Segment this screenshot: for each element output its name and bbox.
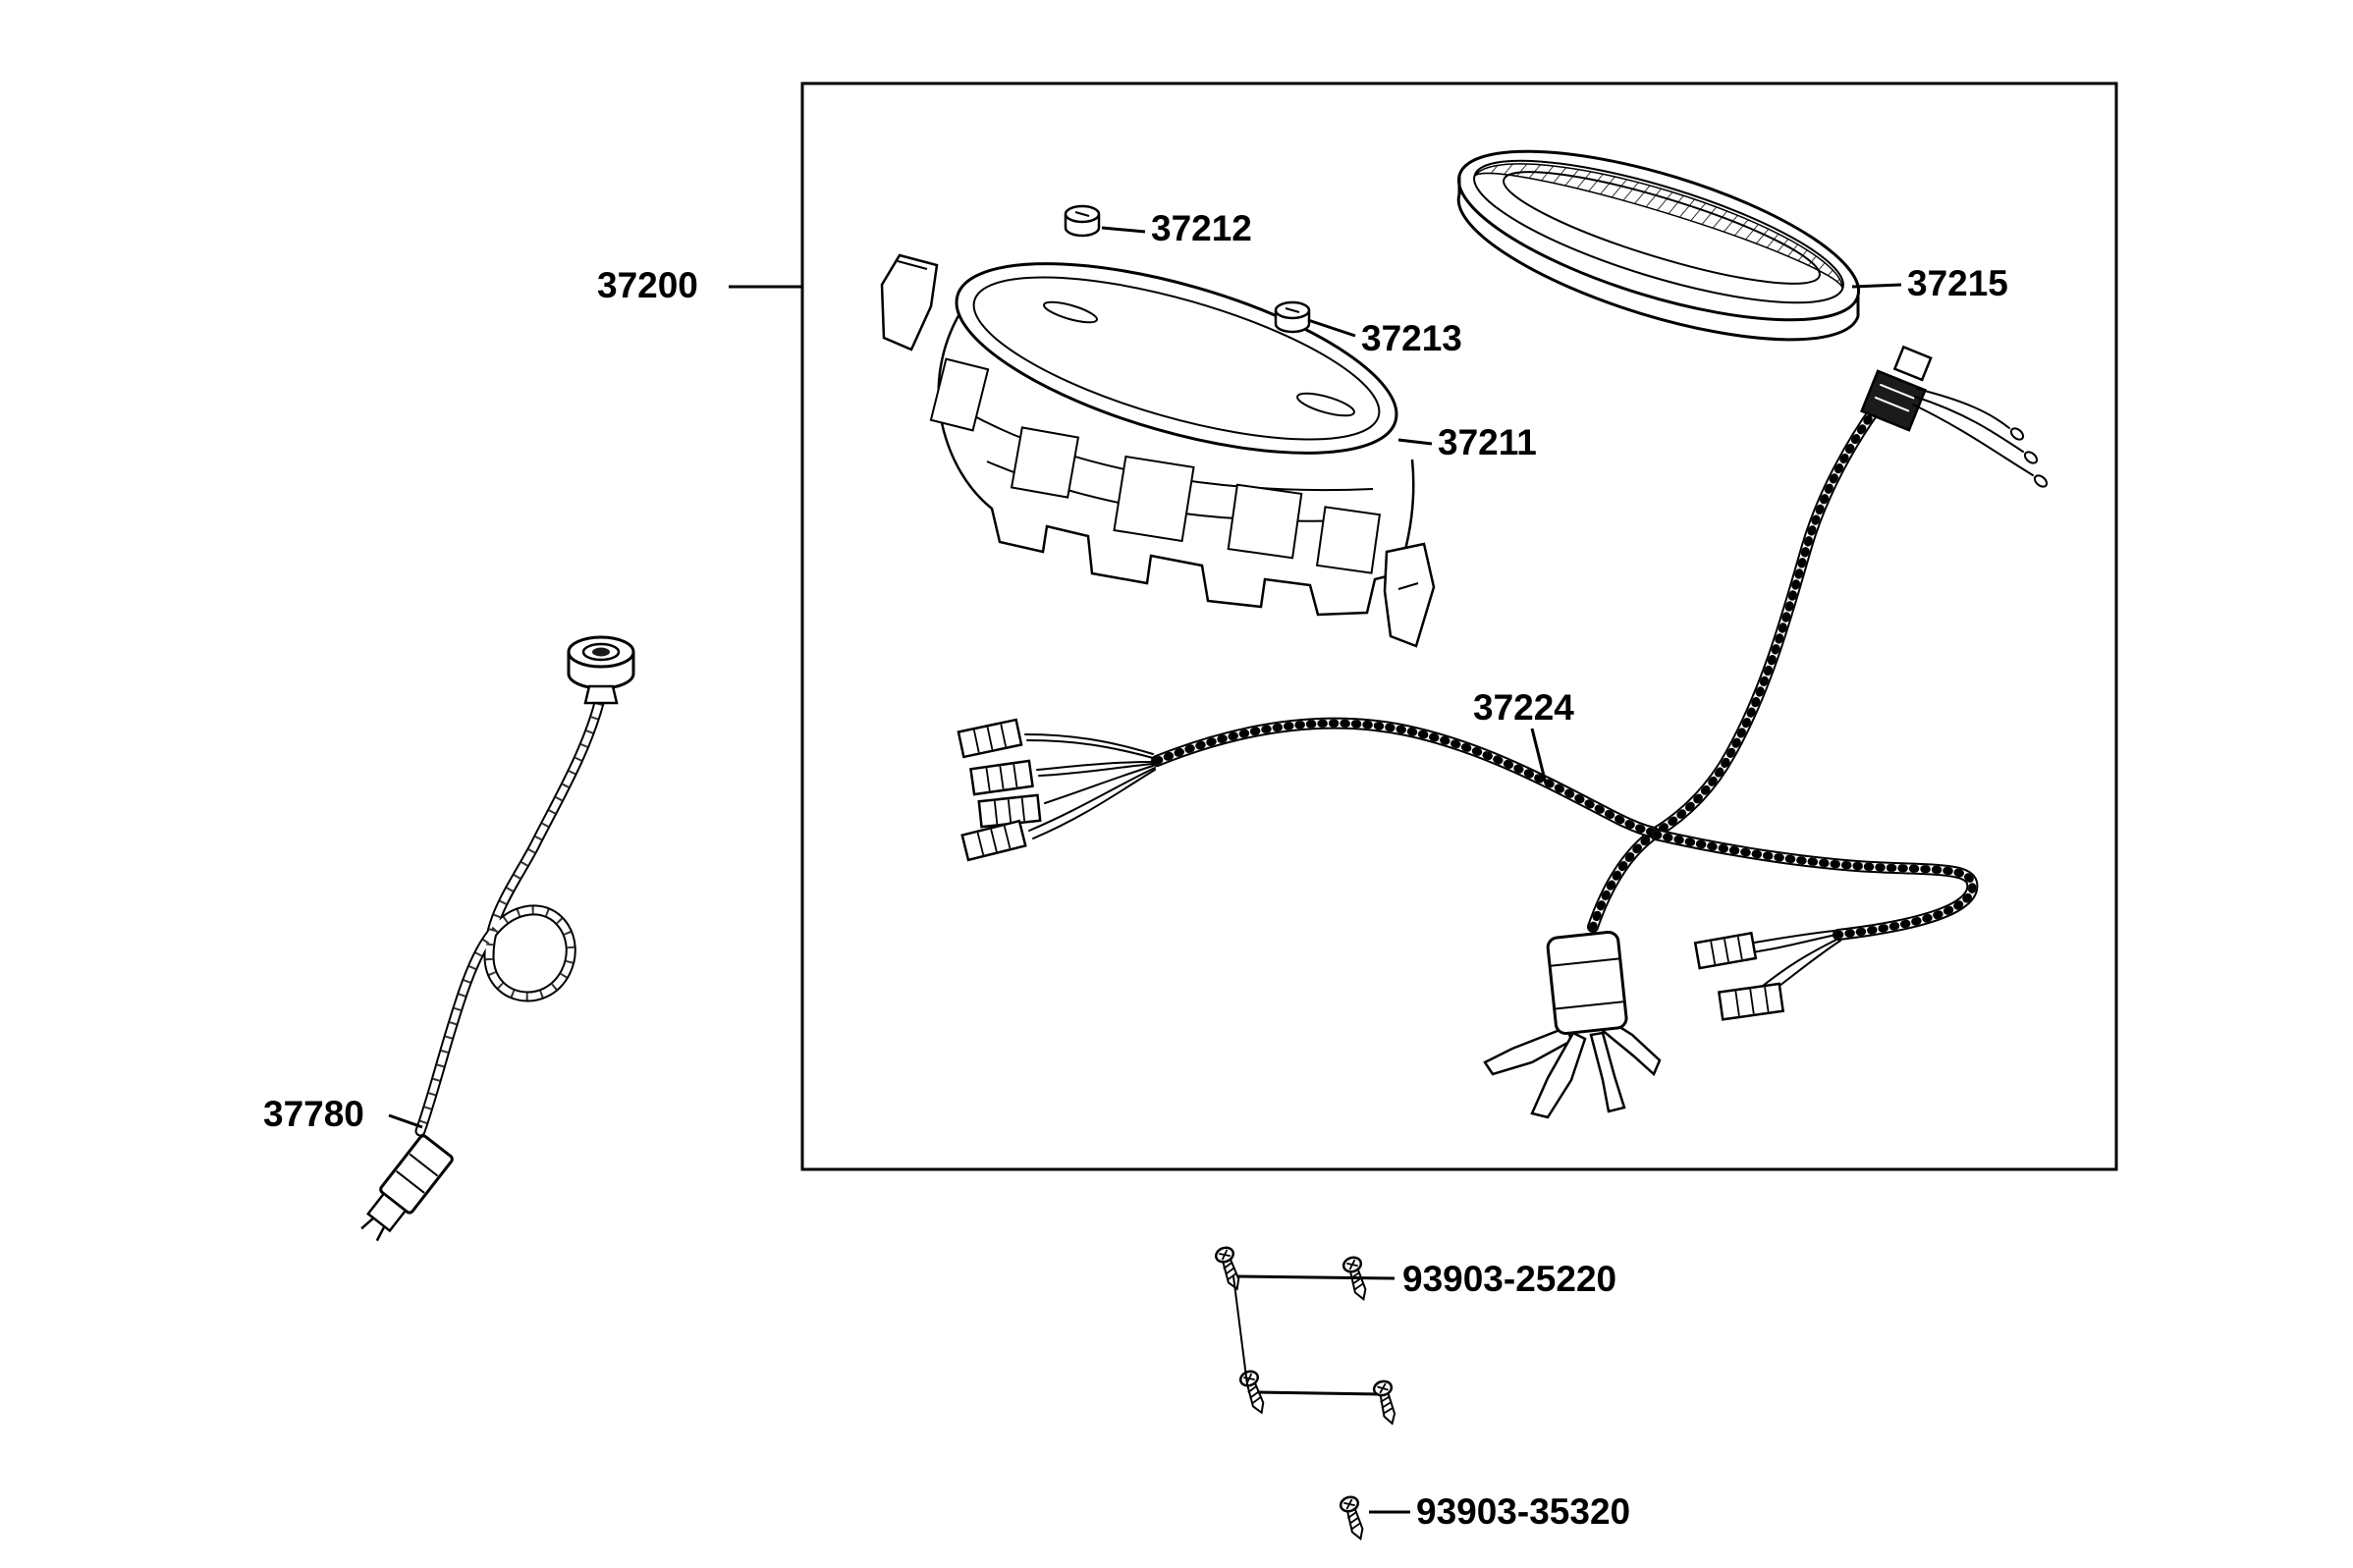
harness-connector-top — [1860, 345, 2049, 488]
screw-group-93903-35320 — [1338, 1493, 1371, 1543]
part-label-93903-25220: 93903-25220 — [1402, 1259, 1617, 1299]
leader-line-37213 — [1307, 318, 1356, 338]
part-label-93903-35320: 93903-35320 — [1416, 1491, 1631, 1532]
leader-line-37212 — [1101, 226, 1146, 234]
part-label-37212: 37212 — [1151, 208, 1252, 248]
screw-icon — [1212, 1244, 1247, 1294]
screw-icon — [1338, 1493, 1371, 1543]
part-label-37215: 37215 — [1907, 263, 2008, 303]
harness-socket — [1483, 930, 1662, 1119]
part-drawing-lens — [1456, 149, 1861, 342]
leader-line-37780 — [388, 1113, 423, 1129]
leader-lines — [388, 226, 1902, 1514]
part-drawing-button-right — [1274, 300, 1311, 334]
harness-connector-block-left — [957, 718, 1042, 862]
leader-line-93903-25220 — [1236, 1274, 1395, 1280]
part-drawing-button-top — [1064, 204, 1101, 238]
leader-line-37224 — [1530, 728, 1548, 784]
diagram-frame — [800, 81, 2118, 1171]
leader-line-37211 — [1397, 438, 1433, 446]
part-drawing-speedometer-cable — [360, 635, 635, 1242]
part-label-37780: 37780 — [263, 1094, 364, 1134]
part-label-37224: 37224 — [1473, 687, 1574, 728]
screw-icon — [1371, 1378, 1402, 1428]
screw-group-93903-25220 — [1212, 1244, 1402, 1428]
part-label-37211: 37211 — [1438, 422, 1537, 462]
harness-connector-block-right — [1693, 931, 1785, 1021]
leader-line-37215 — [1851, 283, 1902, 289]
part-drawing-wire-harness — [957, 345, 2049, 1119]
part-label-37213: 37213 — [1361, 318, 1462, 358]
part-label-37200: 37200 — [597, 265, 698, 305]
part-drawing-meter-case — [880, 253, 1436, 648]
